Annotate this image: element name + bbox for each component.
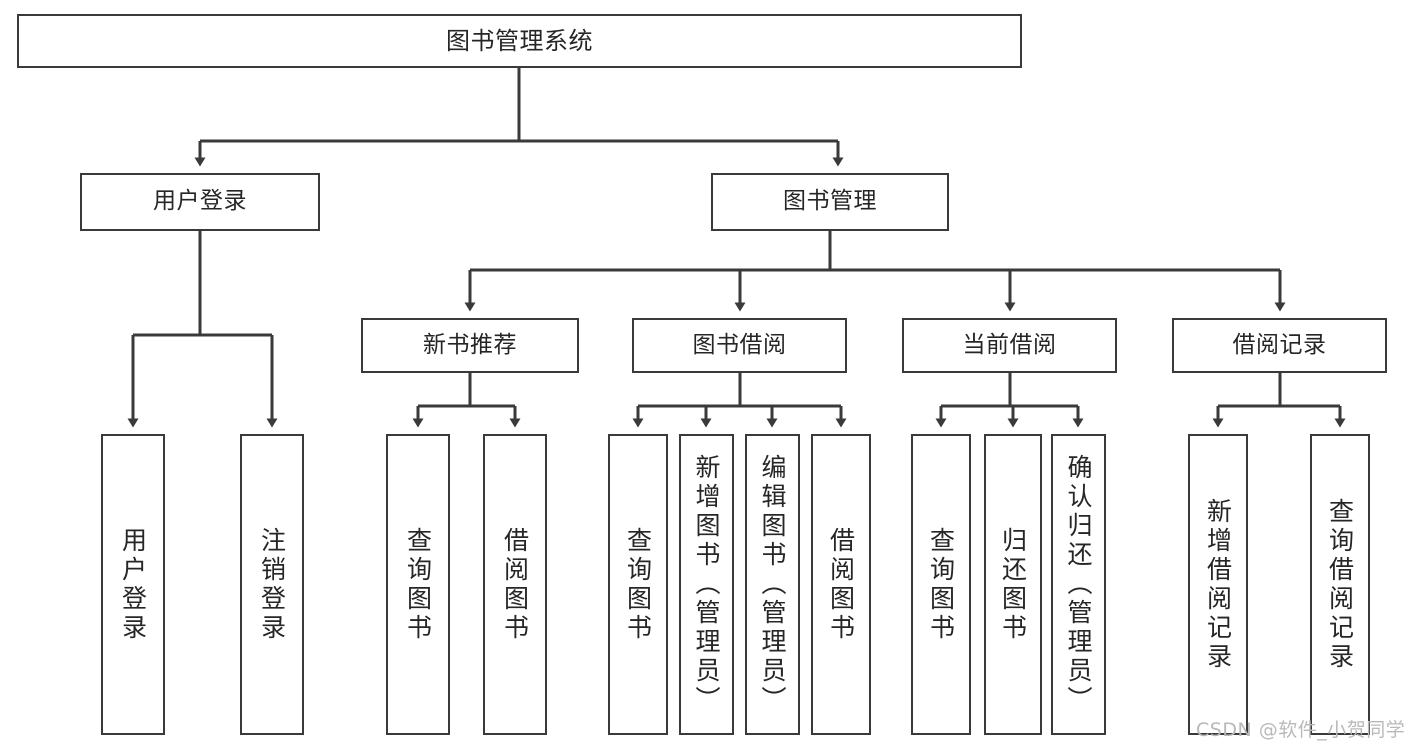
node-book-manage[interactable]: 图书管理 — [711, 173, 949, 231]
node-leaf-user-login[interactable]: 用户登录 — [101, 434, 165, 735]
node-borrow-record[interactable]: 借阅记录 — [1172, 318, 1387, 373]
node-leaf-edit-book-label: 编辑图书（管理员） — [758, 454, 787, 715]
node-leaf-add-book[interactable]: 新增图书（管理员） — [679, 434, 734, 735]
node-leaf-add-record[interactable]: 新增借阅记录 — [1188, 434, 1248, 735]
node-new-book-recommend-label: 新书推荐 — [423, 331, 517, 358]
csdn-watermark: CSDN @软件_小贺同学 — [1196, 719, 1405, 741]
node-leaf-borrow-book-2[interactable]: 借阅图书 — [811, 434, 871, 735]
node-book-manage-label: 图书管理 — [783, 188, 877, 215]
node-leaf-query-record-label: 查询借阅记录 — [1325, 497, 1355, 672]
node-book-borrow-label: 图书借阅 — [692, 331, 787, 358]
node-root-label: 图书管理系统 — [446, 26, 593, 55]
node-user-login-label: 用户登录 — [153, 188, 247, 215]
node-leaf-query-record[interactable]: 查询借阅记录 — [1310, 434, 1370, 735]
node-leaf-edit-book[interactable]: 编辑图书（管理员） — [745, 434, 800, 735]
node-borrow-record-label: 借阅记录 — [1232, 331, 1327, 358]
node-new-book-recommend[interactable]: 新书推荐 — [361, 318, 579, 373]
node-leaf-add-record-label: 新增借阅记录 — [1203, 497, 1233, 672]
node-leaf-query-book-2[interactable]: 查询图书 — [608, 434, 668, 735]
node-leaf-borrow-book-2-label: 借阅图书 — [826, 526, 856, 643]
node-leaf-logout[interactable]: 注销登录 — [240, 434, 304, 735]
node-leaf-logout-label: 注销登录 — [257, 526, 287, 643]
node-leaf-confirm-return[interactable]: 确认归还（管理员） — [1051, 434, 1106, 735]
node-leaf-add-book-label: 新增图书（管理员） — [692, 454, 721, 715]
node-leaf-borrow-book-1-label: 借阅图书 — [500, 526, 530, 643]
node-leaf-query-book-1[interactable]: 查询图书 — [386, 434, 450, 735]
node-root[interactable]: 图书管理系统 — [17, 14, 1022, 68]
node-leaf-query-book-3-label: 查询图书 — [926, 526, 956, 643]
node-book-borrow[interactable]: 图书借阅 — [632, 318, 847, 373]
node-leaf-query-book-3[interactable]: 查询图书 — [911, 434, 971, 735]
node-leaf-user-login-label: 用户登录 — [118, 526, 148, 643]
node-current-borrow-label: 当前借阅 — [962, 331, 1057, 358]
node-leaf-return-book-label: 归还图书 — [998, 526, 1028, 643]
node-leaf-confirm-return-label: 确认归还（管理员） — [1064, 454, 1093, 715]
node-leaf-return-book[interactable]: 归还图书 — [984, 434, 1042, 735]
node-user-login[interactable]: 用户登录 — [80, 173, 320, 231]
node-leaf-query-book-1-label: 查询图书 — [403, 526, 433, 643]
node-current-borrow[interactable]: 当前借阅 — [902, 318, 1117, 373]
node-leaf-borrow-book-1[interactable]: 借阅图书 — [483, 434, 547, 735]
node-leaf-query-book-2-label: 查询图书 — [623, 526, 653, 643]
